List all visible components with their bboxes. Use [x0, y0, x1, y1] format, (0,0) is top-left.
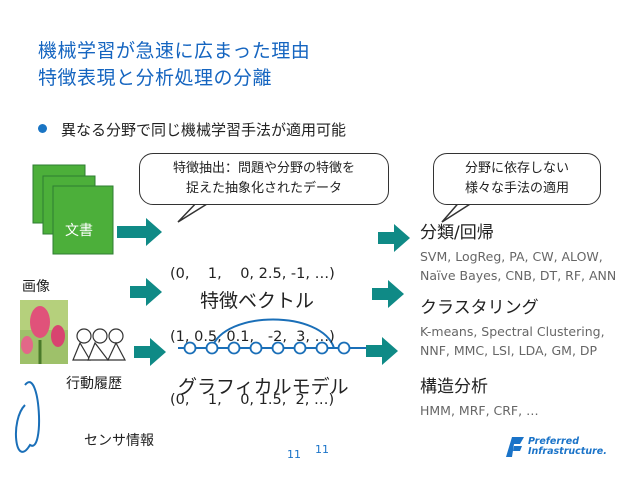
- arrow-to-clustering: [372, 280, 404, 308]
- arrow-behavior-to-graph: [134, 338, 166, 366]
- behavior-node-1: [76, 328, 92, 344]
- sensor-label: センサ情報: [84, 433, 154, 449]
- behavior-tri-2: [87, 341, 110, 361]
- graph-node-2: [205, 341, 219, 355]
- vector-row: (1, 0.5, 0.1, -2, 3, …): [170, 329, 335, 345]
- arrow-to-classification: [378, 224, 410, 252]
- behavior-label: 行動履歴: [66, 376, 122, 392]
- company-logo: Preferred Infrastructure.: [528, 437, 607, 457]
- behavior-tri-3: [107, 341, 126, 361]
- title-line-1: 機械学習が急速に広まった理由: [38, 40, 311, 62]
- vector-row: (0, 1, 0, 2.5, -1, …): [170, 266, 335, 282]
- graph-node-3: [227, 341, 241, 355]
- logo-line-1: Preferred: [528, 436, 579, 447]
- page-number-right: 11: [315, 443, 329, 456]
- callout-right-line-2: 様々な手法の適用: [464, 181, 569, 196]
- callout-feature-extraction: 特徴抽出：問題や分野の特徴を 捉えた抽象化されたデータ: [139, 153, 389, 205]
- graphical-model-label: グラフィカルモデル: [178, 376, 349, 398]
- behavior-node-3: [108, 328, 124, 344]
- behavior-node-2: [92, 328, 108, 344]
- category-title: クラスタリング: [420, 298, 539, 318]
- category-methods-line: Naïve Bayes, CNB, DT, RF, ANN: [420, 268, 617, 283]
- tulip-flower-1: [30, 306, 50, 338]
- category-methods-line: K-means, Spectral Clustering,: [420, 324, 605, 339]
- doc-page-front: [52, 185, 114, 255]
- tulip-flower-2: [51, 325, 65, 347]
- vector-row: (0, 1, 0, 1.5, 2, …): [170, 392, 335, 408]
- callout-left-line-2: 捉えた抽象化されたデータ: [185, 181, 342, 196]
- callout-right-line-1: 分野に依存しない: [464, 161, 569, 176]
- category-title: 構造分析: [420, 377, 488, 397]
- graph-node-6: [293, 341, 307, 355]
- graph-node-5: [271, 341, 285, 355]
- arrow-to-structure: [366, 337, 398, 365]
- feature-vector-label: 特徴ベクトル: [200, 290, 315, 312]
- category-structure: 構造分析 HMM, MRF, CRF, …: [420, 372, 539, 420]
- bullet-item: 異なる分野で同じ機械学習手法が適用可能: [38, 119, 346, 140]
- category-methods-line: HMM, MRF, CRF, …: [420, 403, 539, 418]
- category-methods-line: SVM, LogReg, PA, CW, ALOW,: [420, 249, 603, 264]
- callout-method-application: 分野に依存しない 様々な手法の適用: [433, 153, 601, 205]
- logo-line-2: Infrastructure.: [528, 446, 607, 457]
- title-line-2: 特徴表現と分析処理の分離: [38, 67, 273, 89]
- arrow-doc-to-vector: [117, 218, 162, 246]
- feature-vectors: (0, 1, 0, 2.5, -1, …) (1, 0.5, 0.1, -2, …: [170, 222, 335, 432]
- sensor-wave: [15, 381, 41, 453]
- arrow-image-to-vector: [130, 278, 162, 306]
- doc-label: 文書: [65, 223, 93, 239]
- graph-arc: [211, 318, 335, 349]
- category-methods-line: NNF, MMC, LSI, LDA, GM, DP: [420, 343, 598, 358]
- page-number-left: 11: [287, 448, 301, 461]
- behavior-tri-1: [72, 341, 92, 361]
- graph-node-8: [337, 341, 351, 355]
- image-label: 画像: [22, 279, 50, 295]
- slide-title: 機械学習が急速に広まった理由 特徴表現と分析処理の分離: [38, 38, 310, 92]
- callout-left-line-1: 特徴抽出：問題や分野の特徴を: [172, 161, 355, 176]
- bullet-dot-icon: [38, 124, 47, 133]
- bullet-text: 異なる分野で同じ機械学習手法が適用可能: [61, 121, 347, 139]
- graph-node-7: [315, 341, 329, 355]
- logo-emblem-icon: [506, 437, 524, 457]
- category-title: 分類/回帰: [420, 223, 494, 243]
- tulip-flower-3: [21, 336, 33, 354]
- category-clustering: クラスタリング K-means, Spectral Clustering, NN…: [420, 293, 605, 360]
- graph-node-4: [249, 341, 263, 355]
- category-classification: 分類/回帰 SVM, LogReg, PA, CW, ALOW, Naïve B…: [420, 218, 616, 285]
- graph-node-1: [183, 341, 197, 355]
